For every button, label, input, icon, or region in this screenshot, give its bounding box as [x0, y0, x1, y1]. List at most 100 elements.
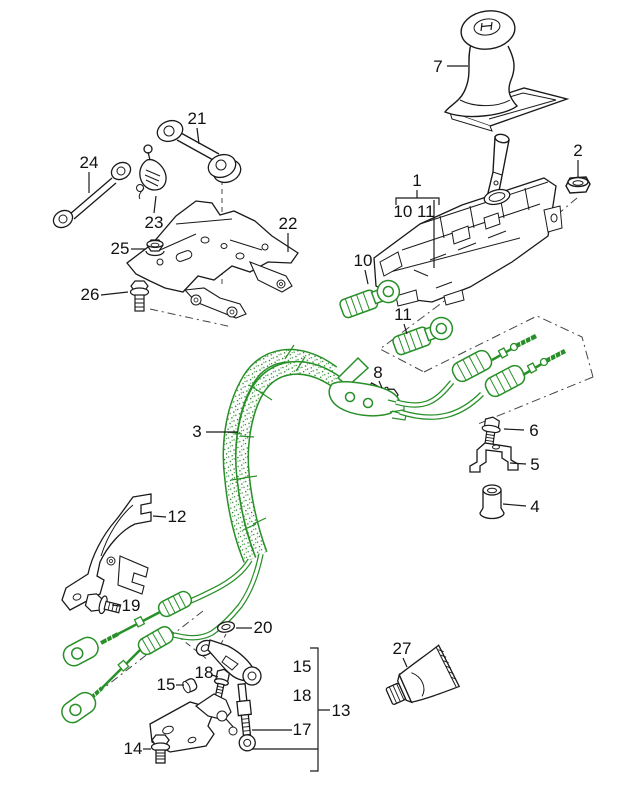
cable-end-fitting-11	[392, 316, 454, 356]
callout-3[interactable]: 3	[192, 422, 238, 441]
link-rod-24	[52, 161, 132, 229]
hex-nut-2	[565, 176, 591, 194]
cable-right-upper	[395, 333, 538, 408]
leader-line	[402, 657, 408, 668]
lever-23	[136, 144, 167, 200]
callout-2[interactable]: 2	[573, 141, 583, 177]
callout-11[interactable]: 11	[394, 305, 412, 335]
callout-label[interactable]: 14	[124, 739, 143, 758]
callout-label[interactable]: 5	[530, 455, 539, 474]
callout-14[interactable]: 14	[124, 739, 151, 758]
callout-21[interactable]: 21	[188, 109, 207, 145]
washer-20	[216, 621, 236, 633]
carrier-bracket-22	[126, 200, 299, 319]
callout-label[interactable]: 21	[188, 109, 207, 128]
leader-line	[100, 291, 129, 296]
leader-line	[378, 380, 383, 389]
bushing-4	[479, 484, 505, 520]
cable-left-upper-end	[62, 558, 253, 667]
callout-label[interactable]: 22	[279, 214, 298, 233]
callout-19[interactable]: 19	[111, 596, 141, 615]
callout-15-group[interactable]: 15	[293, 657, 312, 676]
callout-4[interactable]: 4	[502, 497, 540, 516]
cable-end-fitting-10	[339, 279, 401, 319]
callout-label[interactable]: 8	[373, 363, 382, 382]
callout-label[interactable]: 19	[122, 596, 141, 615]
shift-lever-stick	[487, 133, 510, 197]
leader-line	[196, 127, 200, 145]
upper-lever-arm	[195, 639, 262, 686]
callout-label[interactable]: 20	[254, 618, 273, 637]
callout-label[interactable]: 12	[168, 507, 187, 526]
callout-7[interactable]: 7	[433, 57, 468, 76]
callout-10-11[interactable]: 10 11	[393, 202, 434, 221]
cable-bundle	[222, 344, 343, 563]
support-bracket-12	[61, 493, 152, 611]
callout-13[interactable]: 13	[252, 647, 351, 772]
callout-label[interactable]: 4	[530, 497, 539, 516]
bolt-19	[84, 593, 122, 615]
callout-5[interactable]: 5	[509, 455, 540, 474]
callout-label[interactable]: 11	[394, 305, 412, 324]
gear-knob	[443, 10, 570, 132]
callout-label[interactable]: 1	[412, 171, 421, 190]
callout-label[interactable]: 6	[529, 421, 538, 440]
callout-1[interactable]: 1	[395, 171, 440, 268]
bolt-18	[213, 668, 231, 699]
callout-label[interactable]: 3	[192, 422, 201, 441]
bolt-6	[481, 416, 501, 446]
nut-25	[145, 239, 165, 257]
leader-line	[509, 462, 527, 465]
leader-line	[503, 428, 525, 431]
callout-18-left[interactable]: 18	[195, 663, 219, 682]
clamp-5	[469, 442, 519, 473]
callout-26[interactable]: 26	[81, 285, 129, 304]
cable-left-lower-end	[61, 553, 264, 724]
callout-15-left[interactable]: 15	[157, 675, 184, 694]
selector-rod-17	[236, 683, 256, 752]
cable-right-lower	[399, 349, 567, 420]
callout-6[interactable]: 6	[503, 421, 539, 440]
leader-line	[152, 515, 167, 518]
callouts: 7 1 10 11 2 10 11 8 3 6	[80, 57, 583, 772]
callout-10[interactable]: 10	[354, 251, 373, 285]
callout-label[interactable]: 27	[393, 639, 412, 658]
callout-label[interactable]: 18	[293, 686, 312, 705]
shifter-housing	[373, 177, 563, 307]
callout-20[interactable]: 20	[236, 618, 272, 637]
callout-label[interactable]: 23	[145, 213, 164, 232]
callout-12[interactable]: 12	[152, 507, 187, 526]
callout-label[interactable]: 10	[354, 251, 373, 270]
callout-label[interactable]: 2	[573, 141, 582, 160]
callout-23[interactable]: 23	[145, 195, 164, 232]
callout-27[interactable]: 27	[393, 639, 412, 668]
callout-label[interactable]: 7	[433, 57, 442, 76]
callout-18-group[interactable]: 18	[293, 686, 312, 705]
callout-label[interactable]: 25	[111, 239, 130, 258]
leader-line	[211, 674, 219, 678]
callout-label[interactable]: 18	[195, 663, 214, 682]
callout-label[interactable]: 26	[81, 285, 100, 304]
leader-line	[395, 190, 440, 268]
leader-line	[153, 195, 157, 214]
callout-22[interactable]: 22	[279, 214, 298, 252]
sealant-tube-27	[385, 644, 461, 705]
callout-8[interactable]: 8	[373, 363, 383, 389]
bolt-26	[129, 280, 150, 312]
leader-line	[502, 503, 527, 507]
leader-line	[403, 323, 408, 335]
callout-label[interactable]: 24	[80, 153, 99, 172]
callout-label[interactable]: 10 11	[393, 202, 434, 221]
callout-label[interactable]: 15	[157, 675, 176, 694]
callout-label[interactable]: 13	[332, 701, 351, 720]
callout-label[interactable]: 15	[293, 657, 312, 676]
callout-label[interactable]: 17	[293, 720, 312, 739]
link-rod-21	[156, 119, 242, 184]
callout-17[interactable]: 17	[252, 720, 311, 739]
cable-assembly-3	[61, 333, 567, 724]
bushing-15	[182, 678, 198, 694]
callout-25[interactable]: 25	[111, 239, 145, 258]
callout-24[interactable]: 24	[80, 153, 99, 193]
